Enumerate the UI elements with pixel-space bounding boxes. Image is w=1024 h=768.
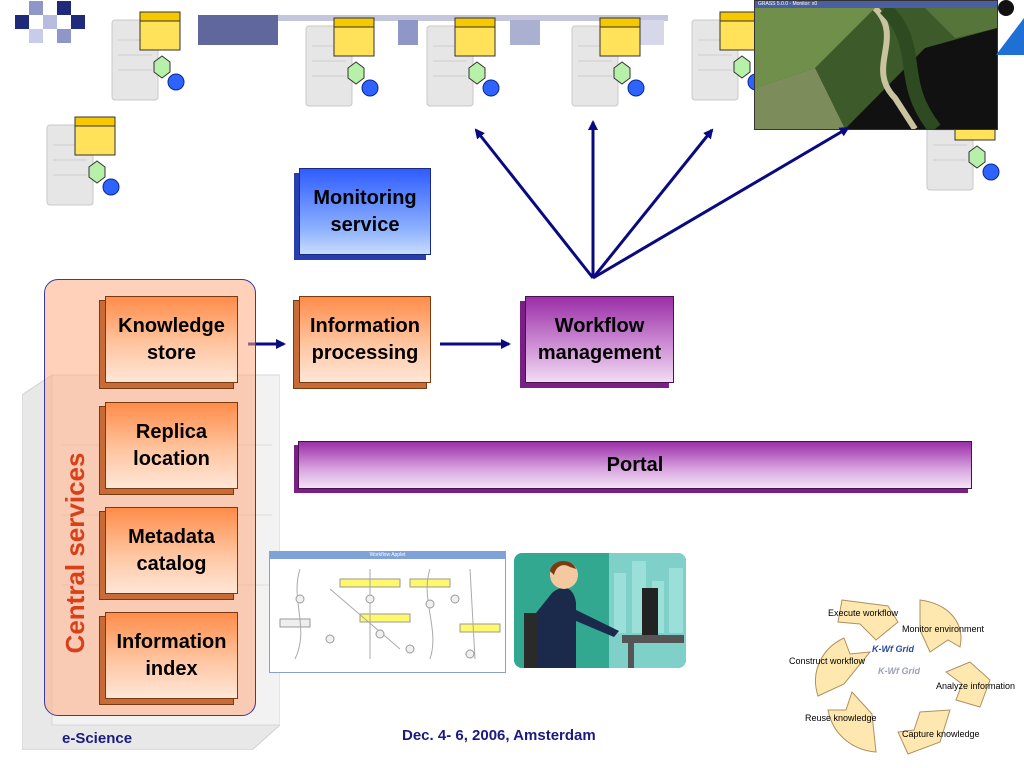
cycle-label-reuse: Reuse knowledge [805, 713, 877, 723]
replica-location-box: Replica location [105, 402, 238, 489]
satellite-image [755, 3, 997, 129]
user-at-computer-illustration [514, 553, 686, 668]
metadata-catalog-box: Metadata catalog [105, 507, 238, 594]
kwf-grid-logo-faded: K-Wf Grid [878, 666, 920, 676]
cycle-label-construct: Construct workflow [789, 656, 866, 666]
header-band-block2 [398, 20, 418, 45]
header-band [198, 15, 278, 45]
satellite-window-titlebar: GRASS 5.0.0 - Monitor: x0 [755, 1, 997, 8]
footer-left-text: e-Science [62, 730, 133, 747]
cycle-label-monitor: Monitor environment [902, 624, 985, 634]
footer-center-text: Dec. 4- 6, 2006, Amsterdam [402, 727, 596, 744]
satellite-window: GRASS 5.0.0 - Monitor: x0 [754, 0, 998, 130]
knowledge-cycle-graphic: Execute workflow Monitor environment Ana… [780, 592, 1024, 762]
knowledge-store-box: Knowledge store [105, 296, 238, 383]
information-index-box: Information index [105, 612, 238, 699]
cycle-label-execute: Execute workflow [828, 608, 899, 618]
workflow-applet-screenshot: Workflow Applet [269, 551, 506, 673]
kwf-grid-logo: K-Wf Grid [872, 644, 914, 654]
header-band-block3 [640, 20, 664, 45]
top-right-logo-shape [996, 0, 1024, 55]
workflow-graph [279, 568, 501, 660]
header-band-block [510, 20, 540, 45]
portal-bar: Portal [298, 441, 972, 489]
applet-titlebar: Workflow Applet [270, 552, 505, 559]
information-processing-box: Information processing [299, 296, 431, 383]
monitoring-service-box: Monitoring service [299, 168, 431, 255]
cycle-label-analyze: Analyze information [936, 681, 1016, 691]
corner-decoration [0, 0, 90, 50]
central-services-label: Central services [60, 452, 90, 654]
cycle-label-capture: Capture knowledge [902, 729, 980, 739]
workflow-management-box: Workflow management [525, 296, 674, 383]
